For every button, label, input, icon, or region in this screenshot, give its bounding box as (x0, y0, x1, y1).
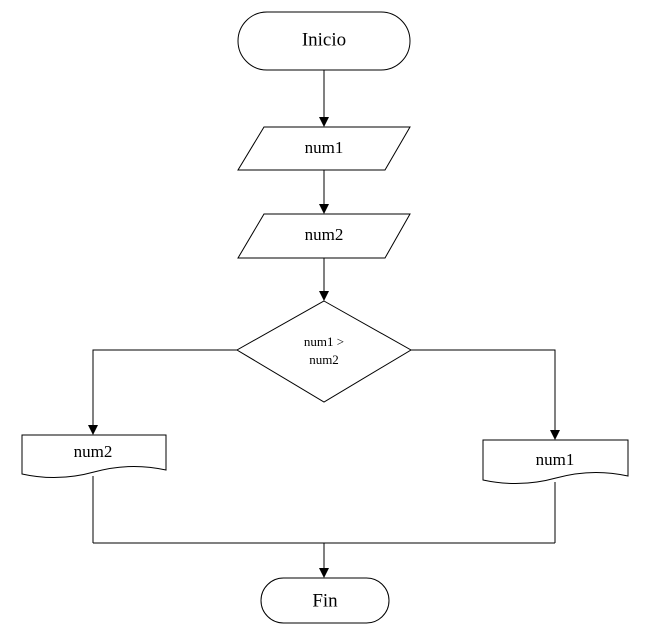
arrowhead-right-output (550, 430, 560, 440)
connector-decision-to-right-output (411, 349, 556, 430)
decision-diamond (236, 300, 412, 403)
decision-label-line1: num1 > (304, 334, 344, 349)
arrowhead-input1 (319, 117, 329, 127)
arrowhead-end (319, 568, 329, 578)
end-terminator (260, 577, 390, 624)
input-num2-parallelogram (237, 213, 411, 259)
connector-decision-to-left-output (92, 349, 237, 425)
decision-label-line2: num2 (309, 352, 339, 367)
arrowhead-decision (319, 291, 329, 301)
input-num1-label: num1 (305, 138, 344, 157)
arrowhead-left-output (88, 425, 98, 435)
output-right-document (482, 439, 629, 485)
input-num2-label: num2 (305, 225, 344, 244)
output-left-document (21, 434, 167, 479)
input-num1-parallelogram (237, 126, 411, 171)
end-label: Fin (312, 590, 338, 611)
output-right-label: num1 (536, 450, 575, 469)
output-left-label: num2 (74, 442, 113, 461)
start-label: Inicio (302, 29, 346, 50)
arrowhead-input2 (319, 204, 329, 214)
